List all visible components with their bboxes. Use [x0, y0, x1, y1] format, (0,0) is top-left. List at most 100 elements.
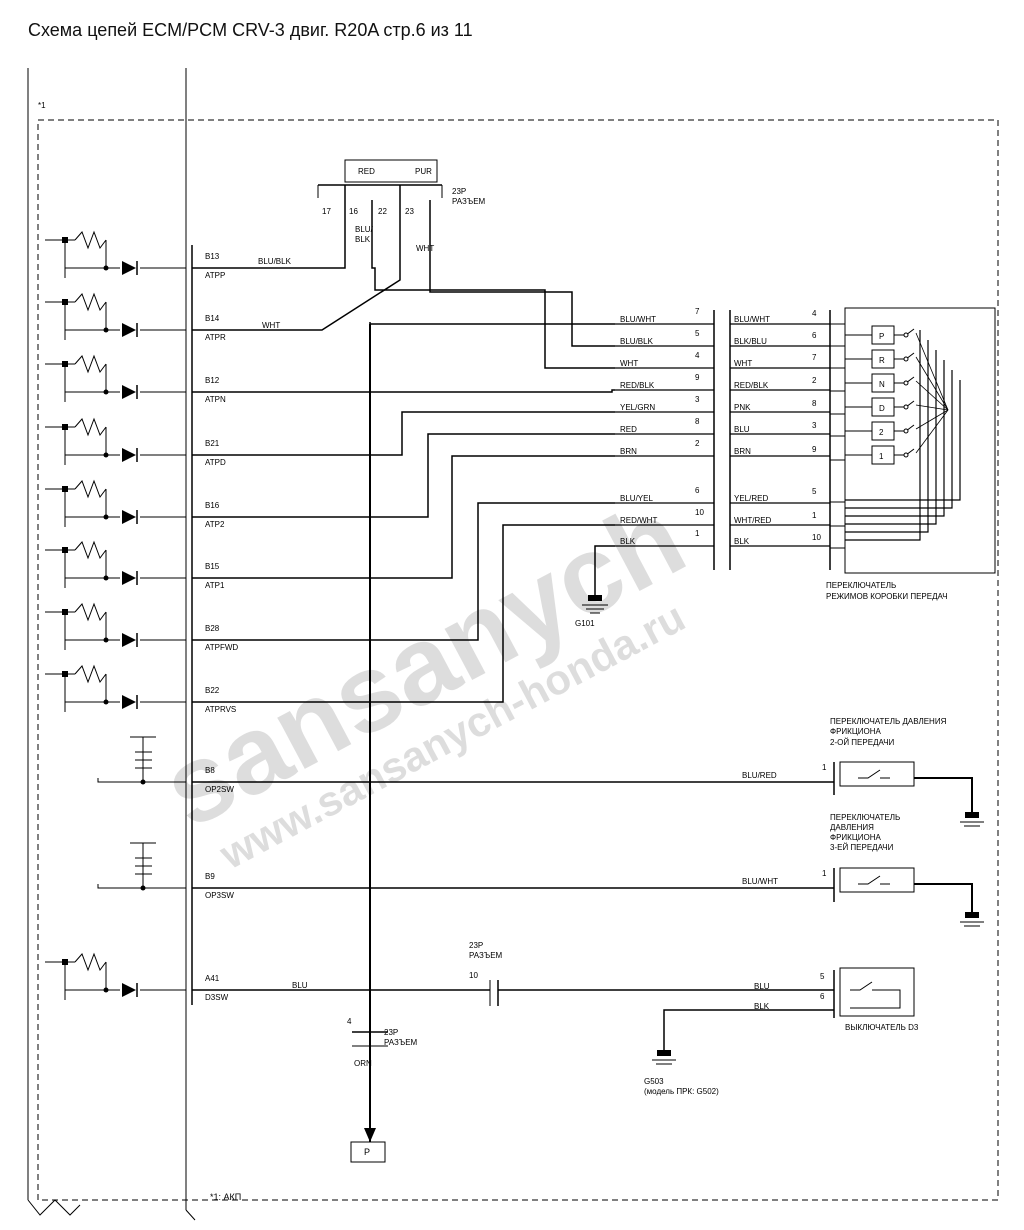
svg-text:23P: 23P [469, 941, 483, 950]
switch-common-3 [915, 404, 949, 411]
switch-pin-9: 10 [812, 533, 821, 542]
internal-node-1 [103, 327, 109, 333]
pcm-signal-1: ATPR [205, 333, 226, 342]
switch-return-4 [845, 370, 953, 509]
pcm-pin-10: A41 [205, 974, 220, 983]
op2-switch: ПЕРЕКЛЮЧАТЕЛЬ ДАВЛЕНИЯ ФРИКЦИОНА 2-ОЙ ПЕ… [822, 717, 984, 827]
d3-connector-pin: 10 [469, 971, 478, 980]
switch-common-0 [915, 332, 949, 411]
mid-left-wire-4: YEL/GRN [620, 403, 655, 412]
pcm-pin-7: B22 [205, 686, 220, 695]
mid-right-wire-6: BRN [734, 447, 751, 456]
pcm-pin-8: B8 [205, 766, 215, 775]
internal-node-0 [103, 265, 109, 271]
switch-return-1 [845, 340, 929, 533]
internal-node-6 [103, 637, 109, 643]
mid-right-wire-5: BLU [734, 425, 750, 434]
top-connector-pin-23: 23 [405, 207, 414, 216]
pcm-wire-b14: WHT [262, 321, 280, 330]
switch-pin-4: 8 [812, 399, 817, 408]
mid-pin-4: 3 [695, 395, 700, 404]
switch-pos-5: 1 [879, 452, 884, 461]
top-connector: RED PUR 17 16 22 23 23P РАЗЪЕМ BLU/ BLK … [300, 159, 615, 369]
ground-g101: G101 [575, 545, 615, 628]
svg-text:ORN: ORN [354, 1059, 372, 1068]
switch-common-2 [915, 380, 949, 411]
internal-node-9 [140, 885, 146, 891]
mid-right-wire-3: RED/BLK [734, 381, 769, 390]
pcm-wire-b13: BLU/BLK [258, 257, 292, 266]
mid-left-wire-2: WHT [620, 359, 638, 368]
switch-return-2 [845, 350, 937, 525]
mid-left-wire-7: BLU/YEL [620, 494, 653, 503]
internal-diode-0 [122, 261, 136, 275]
internal-diode-4 [122, 510, 136, 524]
top-connector-pin-22: 22 [378, 207, 387, 216]
switch-return-0 [845, 330, 921, 541]
pcm-pin-2: B12 [205, 376, 220, 385]
internal-node-7 [103, 699, 109, 705]
svg-text:ПЕРЕКЛЮЧАТЕЛЬ: ПЕРЕКЛЮЧАТЕЛЬ [830, 813, 900, 822]
switch-common-5 [915, 409, 949, 454]
switch-contact-dot-4 [903, 428, 909, 434]
harness-route-0 [260, 389, 615, 393]
internal-sensor-9 [130, 842, 156, 888]
internal-resistor-7 [45, 664, 107, 712]
internal-diode-6 [122, 633, 136, 647]
mid-left-wire-6: BRN [620, 447, 637, 456]
switch-pin-1: 6 [812, 331, 817, 340]
internal-term-7 [62, 671, 68, 677]
pcm-signal-10: D3SW [205, 993, 229, 1002]
internal-term-4 [62, 486, 68, 492]
switch-pos-2: N [879, 380, 885, 389]
pcm-pin-1: B14 [205, 314, 220, 323]
pcm-wire-b8: BLU/RED [742, 771, 777, 780]
mid-right-wire-1: BLK/BLU [734, 337, 767, 346]
pcm-pins: B13ATPPB14ATPRB12ATPNB21ATPDB16ATP2B15AT… [192, 252, 778, 1002]
mid-left-wire-9: BLK [620, 537, 636, 546]
internal-node-2 [103, 389, 109, 395]
internal-term-6 [62, 609, 68, 615]
pcm-pin-3: B21 [205, 439, 220, 448]
svg-text:23P: 23P [384, 1028, 398, 1037]
internal-diode-5 [122, 571, 136, 585]
internal-resistor-4 [45, 479, 107, 527]
mid-right-wire-2: WHT [734, 359, 752, 368]
harness-route-1 [260, 411, 615, 456]
svg-text:ПЕРЕКЛЮЧАТЕЛЬ ДАВЛЕНИЯ: ПЕРЕКЛЮЧАТЕЛЬ ДАВЛЕНИЯ [830, 717, 947, 726]
mid-left-wire-1: BLU/BLK [620, 337, 654, 346]
op2-pin: 1 [822, 763, 827, 772]
switch-pin-2: 7 [812, 353, 817, 362]
mid-left-wire-3: RED/BLK [620, 381, 655, 390]
note-mark: *1 [38, 101, 46, 110]
switch-return-5 [845, 380, 961, 501]
mode-switch: ПЕРЕКЛЮЧАТЕЛЬ РЕЖИМОВ КОРОБКИ ПЕРЕДАЧ 46… [812, 307, 996, 601]
pcm-signal-8: OP2SW [205, 785, 234, 794]
bottom-connector: 4 23P РАЗЪЕМ ORN P [347, 324, 418, 1163]
mid-right-wire-4: PNK [734, 403, 751, 412]
harness-route-2 [260, 433, 615, 518]
pcm-signal-6: ATPFWD [205, 643, 238, 652]
pcm-signal-3: ATPD [205, 458, 226, 467]
svg-text:5: 5 [820, 972, 825, 981]
internal-node-10 [103, 987, 109, 993]
internal-resistor-2 [45, 354, 107, 402]
mid-pin-1: 5 [695, 329, 700, 338]
switch-pos-4: 2 [879, 428, 884, 437]
pcm-pin-5: B15 [205, 562, 220, 571]
pcm-signal-4: ATP2 [205, 520, 225, 529]
svg-text:РАЗЪЕМ: РАЗЪЕМ [384, 1038, 418, 1047]
top-wire-red: RED [358, 167, 375, 176]
internal-resistor-10 [45, 952, 107, 1000]
harness-wires [260, 267, 834, 991]
switch-contact-dot-3 [903, 404, 909, 410]
internal-diode-10 [122, 983, 136, 997]
internal-diode-7 [122, 695, 136, 709]
switch-pin-0: 4 [812, 309, 817, 318]
top-wire-wht: WHT [416, 244, 434, 253]
mid-right-wire-7: YEL/RED [734, 494, 768, 503]
internal-term-10 [62, 959, 68, 965]
mid-pin-0: 7 [695, 307, 700, 316]
internal-resistor-6 [45, 602, 107, 650]
